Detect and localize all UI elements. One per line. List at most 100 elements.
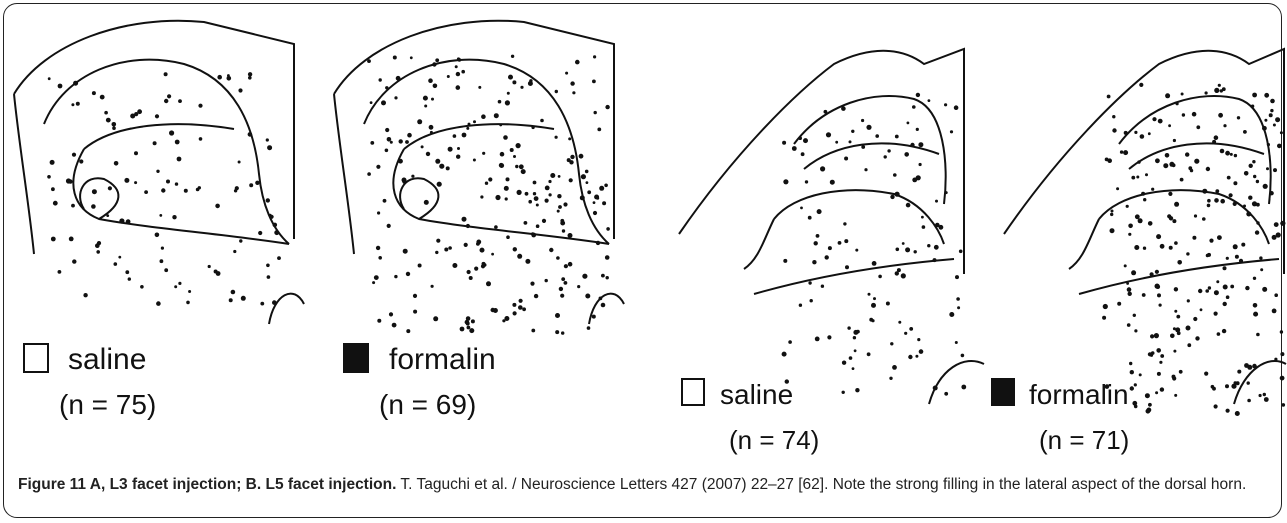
cell-dot [1237,370,1241,374]
cell-dot [177,157,182,162]
cell-dot [1206,167,1210,171]
cell-dot [871,303,876,308]
cell-dot [238,161,241,164]
cell-dot [1223,266,1227,270]
cell-dot [164,268,168,272]
cell-dot [125,270,129,274]
cell-dot [1274,222,1279,227]
cell-dot [1155,391,1158,394]
cell-dot [1160,387,1164,391]
cell-dot [950,130,953,133]
cell-dot [186,301,190,305]
cell-dot [1179,370,1183,374]
cell-dot [468,123,471,126]
cell-dot [255,181,259,185]
cell-dot [593,211,597,215]
cell-dot [935,223,940,228]
cell-dot [954,105,959,110]
cell-dot [72,259,76,263]
cell-dot [1194,159,1199,164]
cell-dot [377,319,381,323]
cell-dot [1252,364,1257,369]
cell-dot [1244,363,1249,368]
cell-dot [560,294,564,298]
cell-dot [513,247,517,251]
cell-dot [569,160,573,164]
cell-dot [933,386,938,391]
cell-dot [864,168,867,171]
cell-dot [835,141,838,144]
cell-dot [814,241,818,245]
cell-dot [71,204,75,208]
cell-dot [904,332,907,335]
cell-dot [1167,214,1171,218]
cell-dot [473,159,476,162]
cell-dot [507,92,510,95]
cell-dot [519,164,524,169]
cell-dot [1253,175,1256,178]
cell-dot [1269,191,1273,195]
cell-dot [812,260,816,264]
cell-dot [485,182,488,185]
cell-dot [841,106,846,111]
cell-dot [788,340,792,344]
cell-dot [128,277,131,280]
cell-dot [808,281,811,284]
cell-dot [558,175,561,178]
cell-dot [1274,358,1277,361]
cell-dot [817,209,822,214]
cell-dot [1195,336,1199,340]
cell-dot [861,145,865,149]
cell-dot [855,249,858,252]
cell-dot [556,256,560,260]
cell-dot [1173,139,1176,142]
cell-dot [1192,236,1196,240]
cell-dot [542,219,546,223]
cell-dot [1175,327,1180,332]
cell-dot [910,143,914,147]
cell-dot [919,349,924,354]
cell-dot [495,195,500,200]
cell-dot [1126,205,1129,208]
cell-dot [582,274,587,279]
cell-dot [394,275,397,278]
cell-dot [396,76,401,81]
cell-dot [510,148,514,152]
cell-dot [918,142,923,147]
cell-dot [430,131,433,134]
cell-dot [935,200,938,203]
cell-dot [1128,233,1131,236]
cell-dot [260,302,264,306]
cell-dot [533,181,537,185]
cell-dot [1256,180,1259,183]
cell-dot [437,182,442,187]
cell-dot [1272,309,1277,314]
cell-dot [1214,290,1219,295]
cell-dot [426,152,430,156]
dorsal-horn-outline-b-formalin [1004,49,1286,404]
cell-dot [1112,115,1115,118]
cell-dot [1194,214,1197,217]
cell-dot [392,323,397,328]
cell-dot [387,137,392,142]
cell-dot [961,354,965,358]
cell-dot [944,103,947,106]
figure-caption: Figure 11 A, L3 facet injection; B. L5 f… [18,474,1268,496]
cell-dot [1131,270,1136,275]
cell-dot [460,327,465,332]
cell-dot [1181,93,1184,96]
cell-dot [1207,199,1211,203]
cell-dot [199,137,203,141]
cell-dot [1205,91,1208,94]
cell-dot [1134,131,1137,134]
cell-dot [1159,361,1162,364]
cell-dot [270,215,274,219]
cell-dot [522,307,526,311]
n-count-saline-b: (n = 74) [729,425,819,455]
cell-dot [1134,329,1137,332]
cell-dot [1103,304,1108,309]
cell-dot [868,293,871,296]
cell-dot [1174,310,1177,313]
cell-dot [274,230,279,235]
cell-dot [849,140,852,143]
